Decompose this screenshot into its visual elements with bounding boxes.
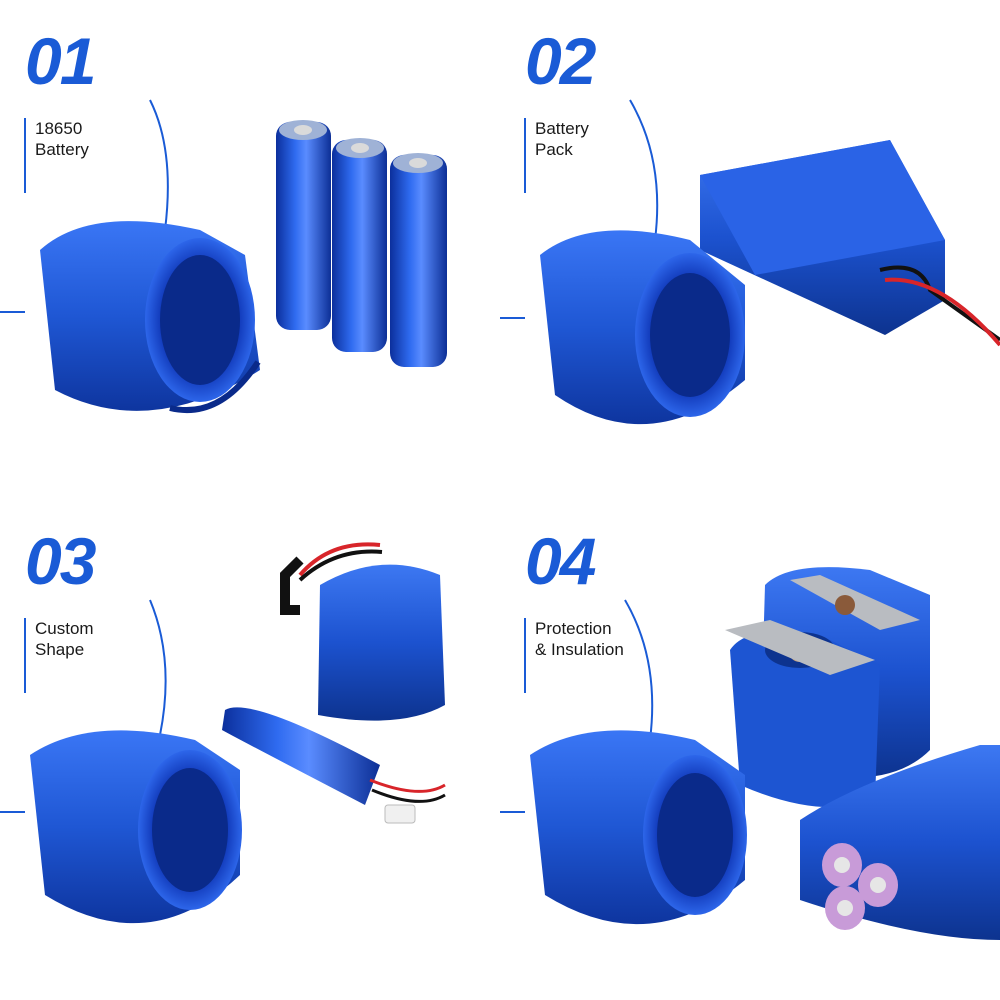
label-divider — [524, 118, 526, 193]
panel-protection-insulation: 04 Protection & Insulation — [500, 500, 1000, 1000]
panel-label: 18650 Battery — [35, 118, 89, 160]
panel-label-line1: Battery — [535, 119, 589, 138]
panel-number: 01 — [25, 24, 96, 98]
panel-number: 04 — [525, 524, 596, 598]
panel-label: Custom Shape — [35, 618, 94, 660]
panel-2-illustration — [500, 99, 1000, 425]
panel-label-line2: Shape — [35, 640, 85, 659]
heat-shrink-roll — [540, 230, 745, 425]
panel-label-line1: 18650 — [35, 119, 83, 138]
wired-cylinder-cell — [222, 707, 446, 824]
panel-battery-pack: 02 Battery Pack — [500, 0, 1000, 500]
panel-1-illustration — [0, 99, 447, 414]
heat-shrink-roll — [530, 730, 747, 925]
label-divider — [24, 618, 26, 693]
panel-custom-shape: 03 Custom Shape — [0, 500, 500, 1000]
insulated-cell-pack — [800, 745, 1000, 940]
custom-shaped-pack — [280, 542, 445, 721]
panel-label: Protection & Insulation — [535, 618, 624, 660]
battery-pack — [700, 140, 1000, 347]
panel-label-line2: Pack — [535, 140, 573, 159]
panel-18650-battery: 01 18650 Battery — [0, 0, 500, 500]
panel-number: 02 — [525, 24, 596, 98]
panel-label-line1: Custom — [35, 619, 94, 638]
panel-number: 03 — [25, 524, 96, 598]
heat-shrink-roll — [30, 730, 242, 924]
panel-4-illustration — [500, 567, 1000, 940]
panel-label-line1: Protection — [535, 619, 612, 638]
nickel-strip-cell-stack — [725, 567, 930, 808]
label-divider — [524, 618, 526, 693]
panel-label-line2: Battery — [35, 140, 89, 159]
panel-label: Battery Pack — [535, 118, 589, 160]
label-divider — [24, 118, 26, 193]
heat-shrink-roll — [40, 221, 261, 414]
panel-label-line2: & Insulation — [535, 640, 624, 659]
panel-3-illustration — [0, 542, 446, 924]
battery-cells — [276, 120, 447, 367]
